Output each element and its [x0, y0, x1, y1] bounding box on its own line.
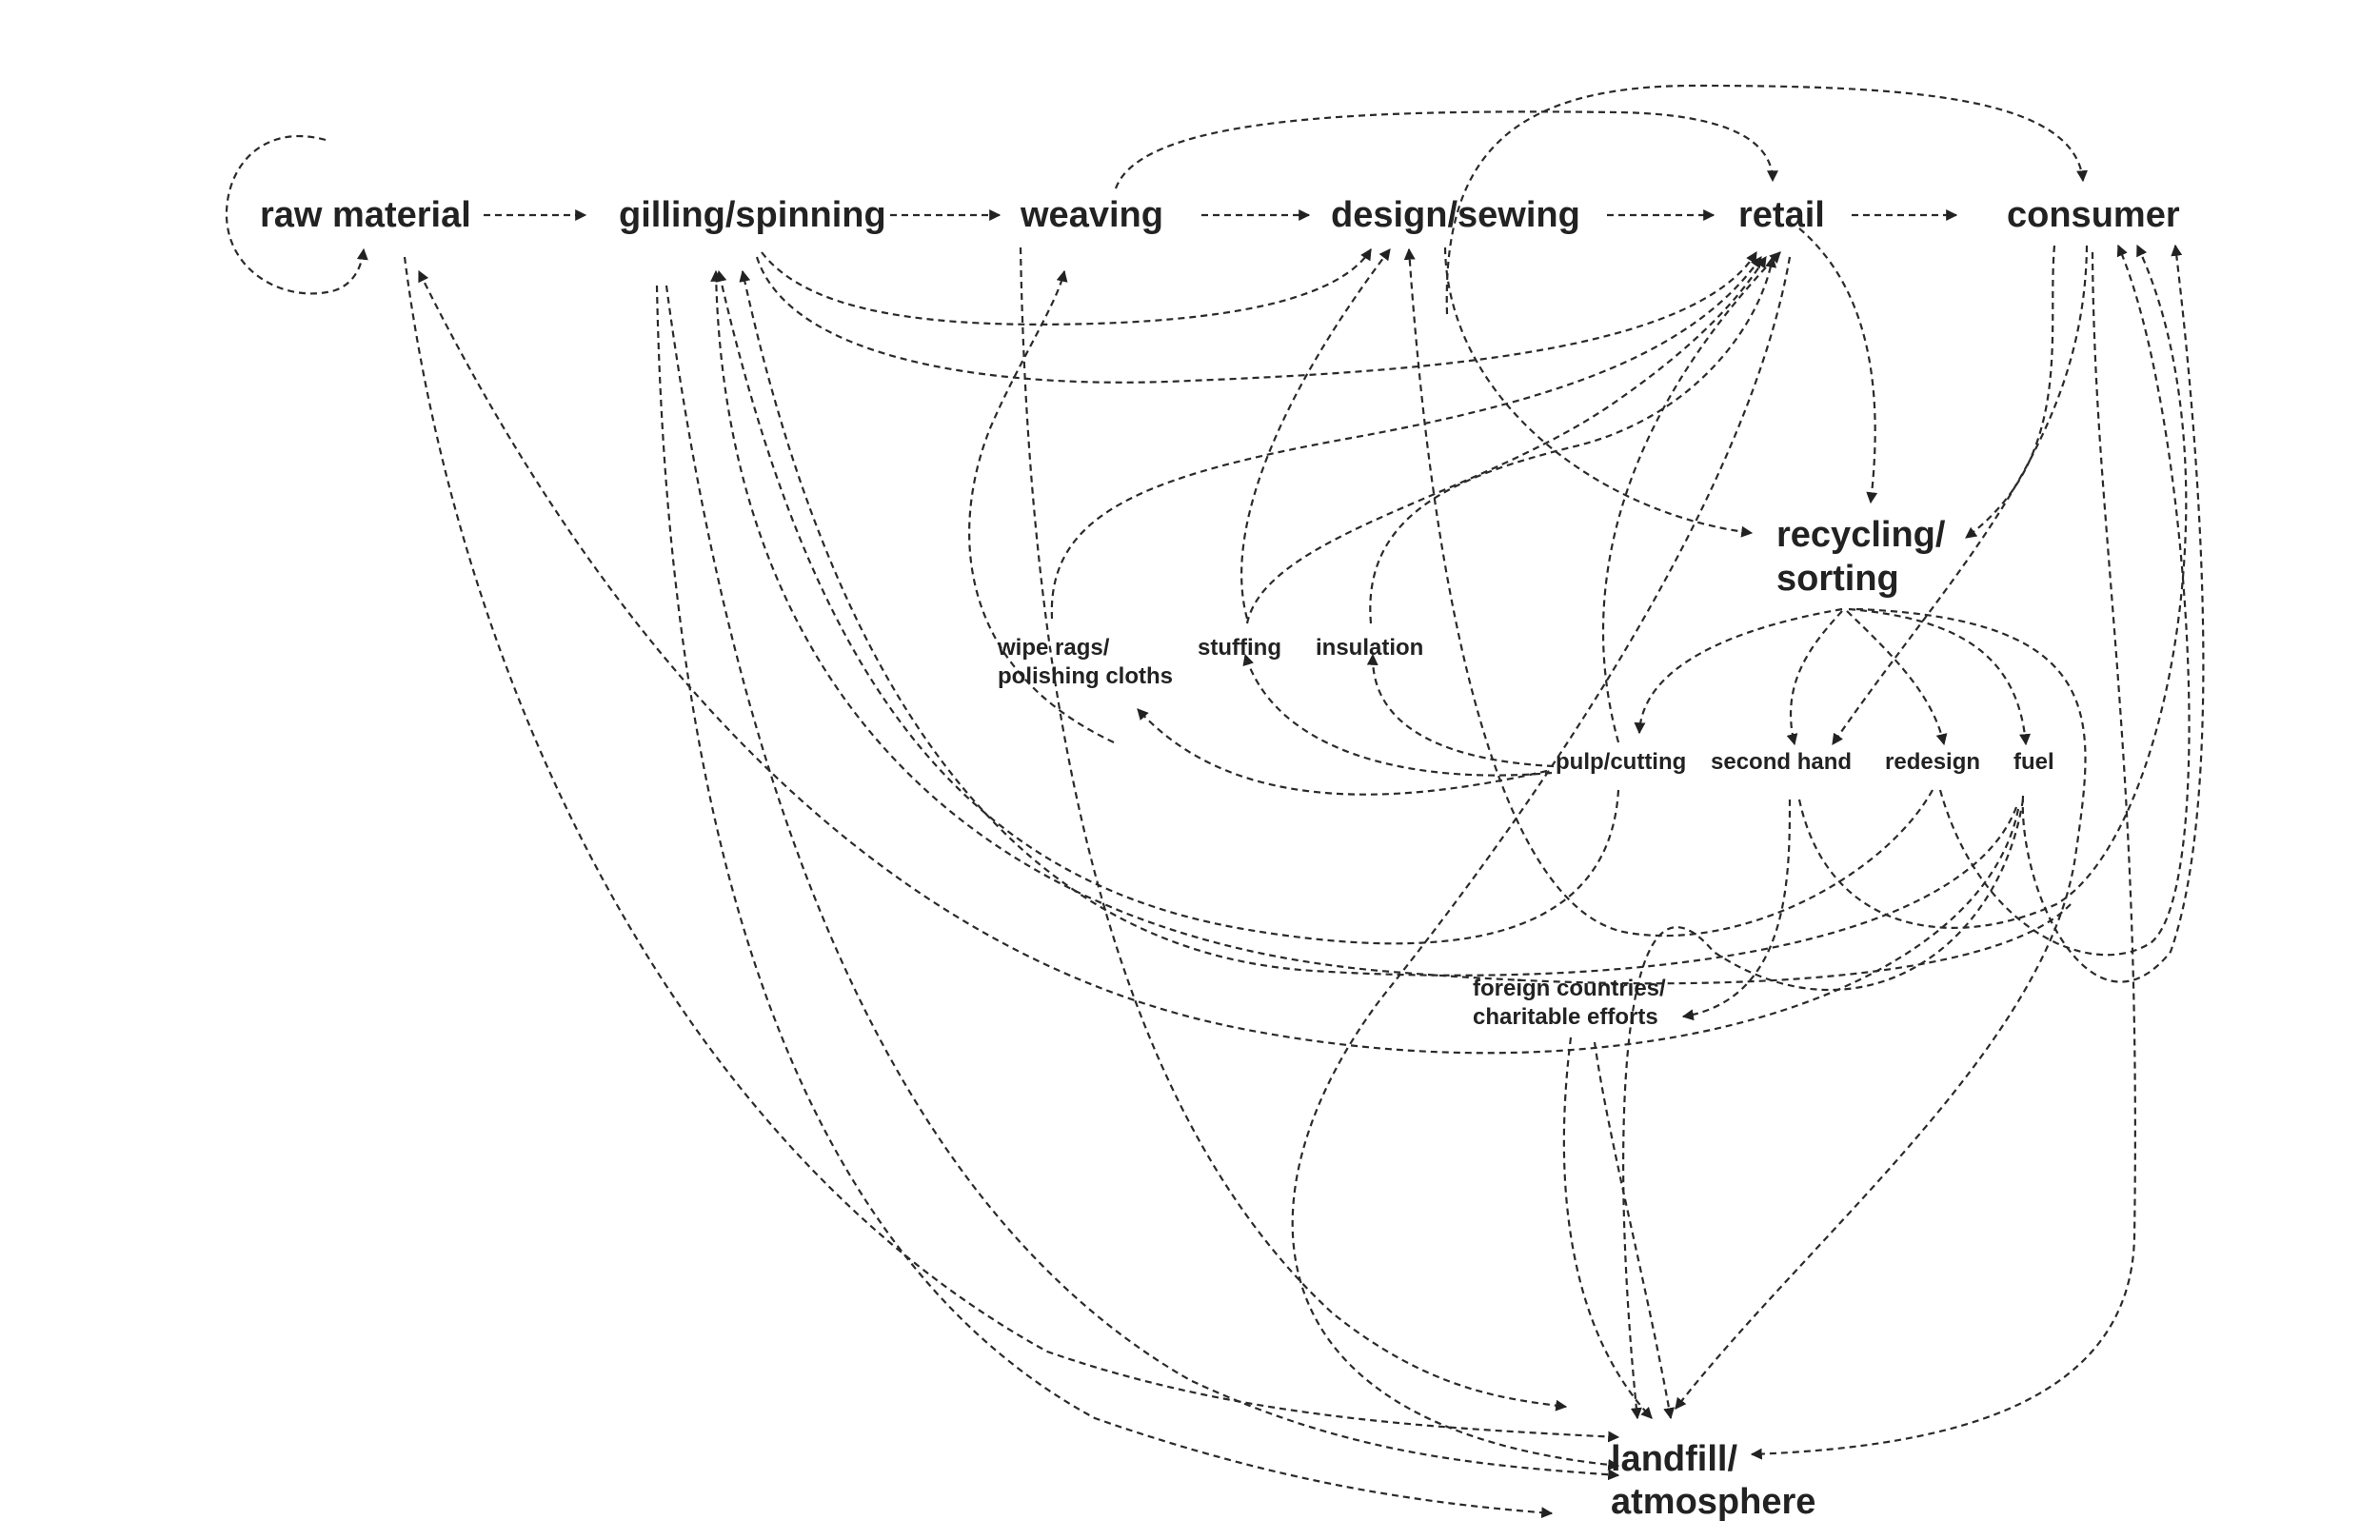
edge-recycling-to-second-hand: [1786, 610, 1843, 746]
edge-pulp-to-stuffing: [1242, 653, 1553, 777]
edge-consumer-to-landfill: [1750, 251, 2136, 1460]
node-recycling-line2: sorting: [1776, 559, 1899, 599]
edge-pulp-to-gilling: [715, 269, 1620, 945]
node-landfill-line1: landfill/: [1611, 1439, 1737, 1479]
node-stuffing: stuffing: [1198, 635, 1281, 661]
node-redesign: redesign: [1885, 749, 1980, 775]
edge-wipe-to-weaving: [968, 269, 1115, 743]
edge-retail-to-recycling: [1798, 227, 1878, 504]
node-retail: retail: [1738, 195, 1825, 235]
edge-second-hand-to-foreign: [1681, 799, 1792, 1021]
node-recycling-line1: recycling/: [1776, 515, 1946, 555]
node-gilling-spinning: gilling/spinning: [619, 195, 886, 235]
node-landfill-line2: atmosphere: [1611, 1482, 1815, 1522]
edge-gilling-to-landfill-2: [664, 285, 1620, 1481]
node-wipe-rags-line2: polishing cloths: [998, 663, 1173, 689]
edge-design-to-recycling: [1443, 247, 1754, 538]
node-design-sewing: design/sewing: [1331, 195, 1580, 235]
edge-consumer-to-second-hand: [1832, 245, 2089, 745]
edge-insulation-to-retail: [1369, 255, 1777, 624]
edge-wipe-to-retail: [1050, 256, 1762, 620]
edge-stuffing-to-retail: [1245, 256, 1767, 624]
edge-second-hand-to-consumer: [1797, 244, 2188, 929]
node-foreign-line1: foreign countries/: [1473, 976, 1666, 1001]
edge-pulp-to-retail: [1601, 251, 1781, 743]
node-pulp-cutting: pulp/cutting: [1556, 749, 1686, 775]
edge-consumer-to-recycling: [1965, 245, 2056, 539]
edge-gilling-to-design: [761, 247, 1372, 326]
edge-consumer-to-gilling: [710, 269, 2072, 985]
edge-raw-to-landfill: [403, 256, 1620, 1443]
edge-fuel-to-landfill: [1622, 799, 2025, 1420]
edge-foreign-to-landfill: [1562, 1037, 1653, 1419]
edge-recycling-to-landfill: [1675, 607, 2087, 1410]
node-raw-material: raw material: [260, 195, 471, 235]
edge-design-to-consumer: [1445, 84, 2088, 315]
edge-raw-material-loop: [225, 134, 368, 295]
nodes: raw material gilling/spinning weaving de…: [260, 195, 2180, 1522]
node-weaving: weaving: [1020, 195, 1163, 235]
node-foreign-line2: charitable efforts: [1473, 1004, 1658, 1030]
edge-recycling-to-pulp: [1634, 607, 1843, 735]
edge-fuel-to-consumer: [2021, 244, 2205, 983]
node-consumer: consumer: [2007, 195, 2180, 235]
edge-fuel-to-gilling: [739, 269, 2018, 977]
edge-recycling-to-redesign: [1846, 610, 1948, 746]
edge-gilling-to-landfill: [655, 285, 1554, 1519]
edge-redesign-to-consumer: [1938, 244, 2191, 957]
node-fuel: fuel: [2013, 749, 2054, 775]
node-wipe-rags-line1: wipe rags/: [997, 635, 1110, 661]
node-insulation: insulation: [1316, 635, 1423, 661]
edge-pulp-to-insulation: [1366, 653, 1555, 768]
edges: [225, 84, 2205, 1519]
edge-retail-to-landfill: [1291, 256, 1792, 1471]
edge-recycling-to-fuel: [1848, 607, 2032, 746]
edge-stuffing-to-design: [1240, 248, 1391, 620]
edge-gilling-to-retail: [755, 250, 1757, 384]
edge-weaving-to-landfill: [1019, 247, 1568, 1412]
edge-pulp-to-wipe: [1137, 708, 1548, 796]
edge-weaving-to-retail: [1114, 110, 1778, 189]
edge-fuel-to-raw-material: [418, 269, 2020, 1055]
node-second-hand: second hand: [1711, 749, 1852, 775]
